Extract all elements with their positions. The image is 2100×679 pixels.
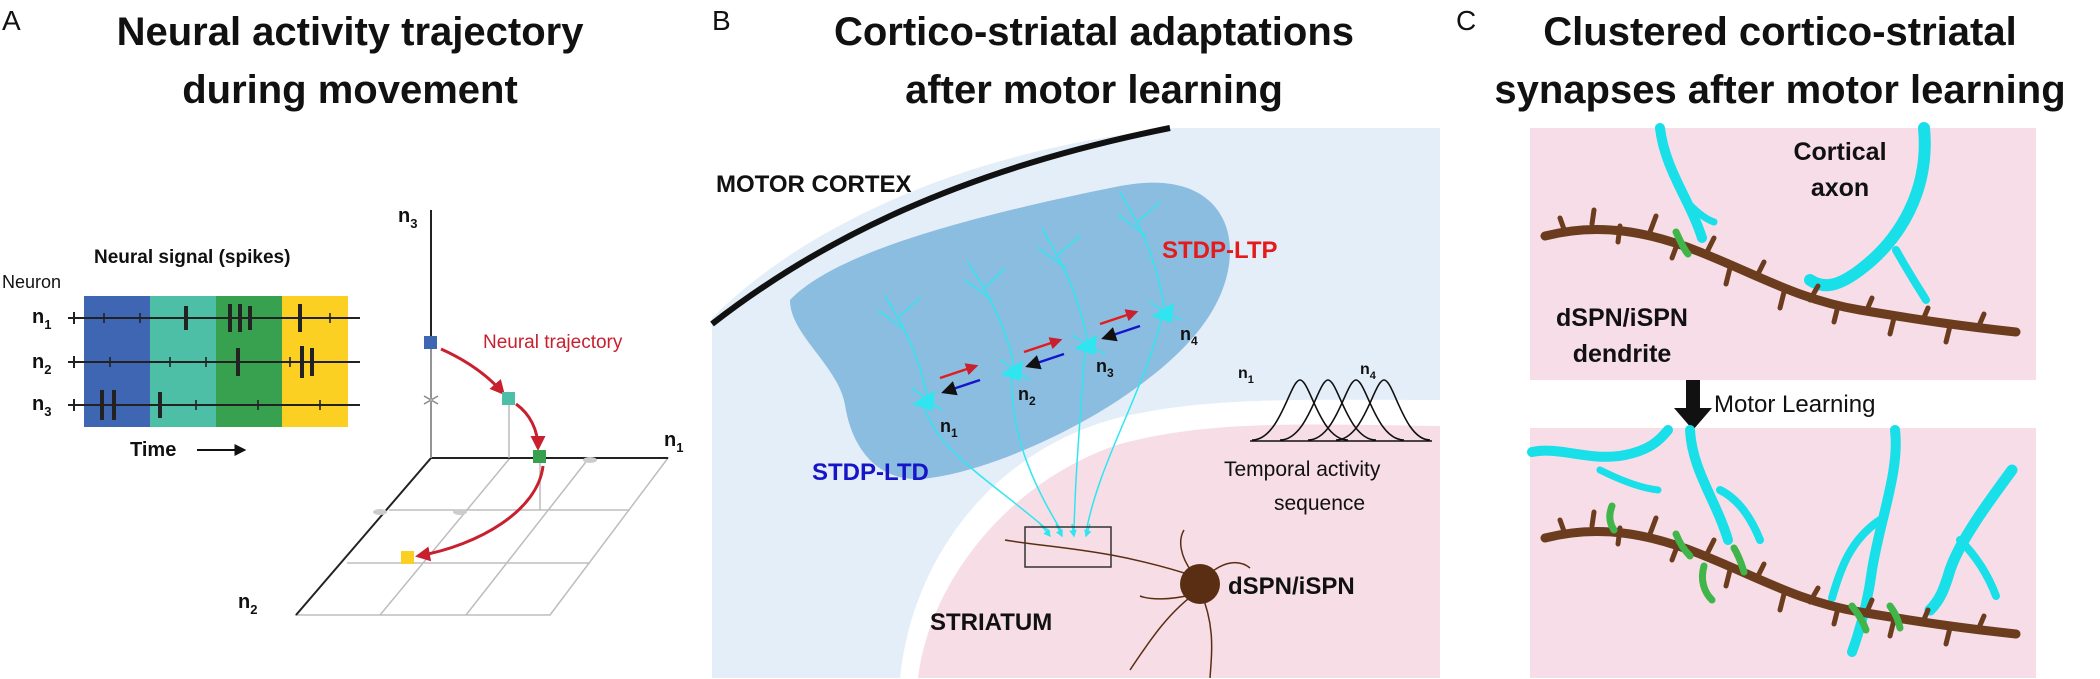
spn-soma [1180, 564, 1220, 604]
drop-lines [430, 343, 541, 510]
signal-label: Neural signal (spikes) [94, 247, 290, 268]
panel-c-title-line1: Clustered cortico-striatal [1543, 10, 2016, 54]
axis-n1-label: n1 [664, 429, 683, 455]
sequence-first-label: n1 [1238, 365, 1254, 386]
panel-a: A Neural activity trajectory during move… [2, 5, 683, 617]
stdp-ltd-arrows [941, 324, 1141, 396]
before-learning-background [1530, 128, 2036, 380]
state-point-yellow [401, 551, 414, 564]
spn-label: dSPN/iSPN [1228, 573, 1355, 600]
pyramidal-neuron-3 [1037, 227, 1106, 533]
panel-b: B Cortico-striatal adaptations after mot… [710, 5, 1440, 679]
state-point-teal [502, 392, 515, 405]
activity-curve-1 [1251, 379, 1349, 441]
panel-c: C Clustered cortico-striatal synapses af… [1456, 5, 2066, 678]
neuron-label-4: n4 [1180, 324, 1198, 348]
cortex-label: MOTOR CORTEX [716, 171, 912, 198]
activity-curve-2 [1279, 379, 1377, 441]
pyramidal-neuron-4 [1085, 191, 1183, 533]
panel-a-letter: A [2, 5, 21, 36]
striatum-region [918, 424, 1440, 678]
state-point-green [533, 450, 546, 463]
trajectory-label: Neural trajectory [483, 332, 623, 353]
activity-sequence: n1 n4 Temporal activity sequence [1224, 361, 1432, 515]
pyramidal-neuron-1 [877, 295, 1051, 533]
ltd-label: STDP-LTD [812, 459, 929, 486]
neuron-label: Neuron [2, 272, 61, 292]
dendrite-label-line1: dSPN/iSPN [1556, 304, 1688, 332]
stdp-ltp-arrows [939, 309, 1139, 380]
cortex-surface [710, 125, 1171, 327]
cortical-axons-before [1655, 122, 1931, 304]
dendrite-label-line2: dendrite [1573, 340, 1672, 368]
cortical-axons-after [1527, 425, 2018, 657]
neuron-row-label-1: n1 [32, 306, 51, 332]
neuron-label-2: n2 [1018, 384, 1036, 408]
striatum-label: STRIATUM [930, 609, 1052, 636]
axis-n2-label: n2 [238, 591, 257, 617]
trajectory-arrow-1 [440, 347, 505, 396]
panel-c-title-line2: synapses after motor learning [1494, 68, 2065, 112]
spike-raster: Neural signal (spikes) Neuron n1 n2 n3 [2, 247, 360, 461]
trajectory-arrow-3 [415, 465, 545, 562]
spike-train-n2 [68, 346, 360, 378]
sequence-label-line2: sequence [1274, 492, 1365, 515]
axis-n2 [295, 457, 432, 616]
ltp-label: STDP-LTP [1162, 237, 1278, 264]
before-learning-view: Cortical axon dSPN/iSPN dendrite [1530, 122, 2036, 380]
axis-n3-label: n3 [398, 205, 417, 231]
axon-label-line2: axon [1811, 174, 1869, 202]
neuron-row-label-3: n3 [32, 393, 51, 419]
neuron-row-label-2: n2 [32, 351, 51, 377]
axon-terminals [1039, 523, 1092, 538]
panel-c-letter: C [1456, 5, 1476, 36]
panel-a-title-line1: Neural activity trajectory [117, 10, 585, 54]
neuron-label-1: n1 [940, 416, 958, 440]
dendrite-before [1540, 207, 2021, 345]
synapse-cluster-after [1606, 502, 1904, 634]
panel-b-title-line2: after motor learning [905, 68, 1283, 112]
after-learning-view [1527, 425, 2036, 678]
sequence-label-line1: Temporal activity [1224, 458, 1381, 481]
pyramidal-neuron-2 [964, 261, 1063, 533]
spike-train-n1 [68, 304, 360, 332]
cortical-layer-blob [790, 182, 1230, 480]
activity-curve-4 [1335, 379, 1431, 441]
state-space: n3 n1 n2 Neural trajectory [238, 205, 683, 617]
panel-b-title-line1: Cortico-striatal adaptations [834, 10, 1354, 54]
learning-label: Motor Learning [1714, 391, 1875, 418]
learning-arrow-icon [1674, 380, 1712, 430]
synapse-before [1672, 228, 1692, 258]
panel-b-letter: B [712, 5, 731, 36]
state-point-blue [424, 336, 437, 349]
sequence-last-label: n4 [1360, 361, 1377, 382]
synapse-zone-box [1024, 526, 1112, 568]
panel-a-title-line2: during movement [182, 68, 518, 112]
activity-curve-3 [1307, 379, 1405, 441]
trajectory-arrow-2 [515, 402, 546, 451]
neuron-label-3: n3 [1096, 356, 1114, 380]
dendrite-after [1540, 509, 2021, 647]
axon-label-line1: Cortical [1793, 138, 1886, 166]
time-label: Time [130, 439, 176, 461]
spike-train-n3 [68, 390, 360, 420]
shadow-points [373, 457, 597, 515]
brain-schematic: n1 n2 n3 n4 MOTOR CORTEX STDP-LTP STDP-L… [710, 125, 1440, 679]
